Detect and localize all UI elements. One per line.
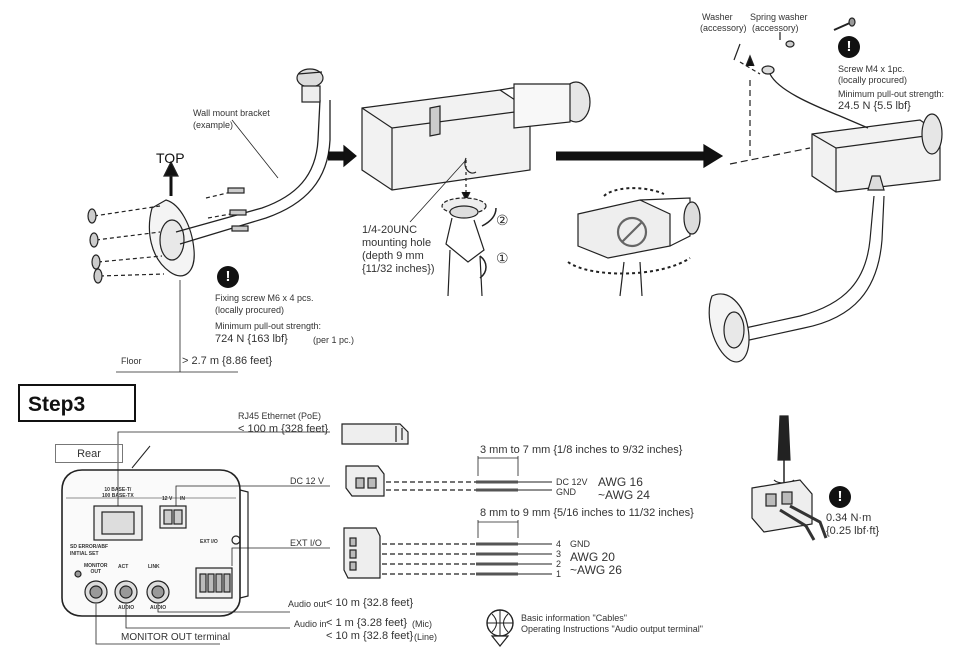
mount-hole-4: {11/32 inches}) [362,263,435,275]
bracket-arm [175,99,321,233]
mount-hole-1: 1/4-20UNC [362,224,418,236]
extio-panel-label: EXT I/O [200,539,218,545]
audio-in-line-length: < 10 m {32.8 feet} [326,630,414,642]
extio-label: EXT I/O [290,538,322,548]
screw-m4-sub: (locally procured) [838,75,908,85]
warning-icon: ! [838,36,860,58]
floor-label: Floor [121,356,142,366]
rear-label: Rear [55,444,123,463]
bracket-label: Wall mount bracket [193,108,270,118]
audio-in-mic-length: < 1 m {3.28 feet} [326,617,408,629]
warning-icon: ! [829,486,851,508]
rj45-length: < 100 m {328 feet} [238,423,329,435]
spring-washer-label: Spring washer [750,12,808,22]
dc12v-label: DC 12 V [290,476,325,486]
spring-washer-sub: (accessory) [752,23,799,33]
power-label: 12 V [162,496,173,502]
torque-imperial: {0.25 lbf·ft} [826,525,880,537]
dc-pin-2: GND [556,487,576,497]
camera-body-2 [361,89,531,191]
eth-port-label: 10 BASE-T/ 100 BASE-TX [102,487,134,499]
audio-jack-label: AUDIO [150,605,167,611]
audio-jack-label: AUDIO [118,605,135,611]
reference-cables: Basic information "Cables" [521,613,627,623]
awg-ext-2: ~AWG 26 [570,563,622,577]
bracket-arm-4 [735,195,875,331]
m4-pullout-value: 24.5 N {5.5 lbf} [838,100,911,112]
step3-title: Step3 [18,384,136,422]
mic-note: (Mic) [412,619,432,629]
mount-hole-2: mounting hole [362,237,432,249]
mount-hole-3: (depth 9 mm [362,250,424,262]
line-note: (Line) [414,632,438,642]
screw-m4-label: Screw M4 x 1pc. [838,64,905,74]
awg-dc-1: AWG 16 [598,475,643,489]
torque-value: 0.34 N·m [826,512,872,524]
pullout-label: Minimum pull-out strength: [215,321,322,331]
fixing-screw-label: Fixing screw M6 x 4 pcs. [215,293,314,303]
audio-out-length: < 10 m {32.8 feet} [326,597,414,609]
sd-error-label: SD ERROR/ABF [70,544,109,550]
step-circle-1: ① [496,250,509,266]
warning-icon: ! [217,266,239,288]
link-label: LINK [148,564,160,570]
fixing-screw-sub: (locally procured) [215,305,285,315]
rj45-label: RJ45 Ethernet (PoE) [238,411,322,421]
monitor-out-label: MONITOR OUT terminal [121,632,231,643]
washer-label: Washer [702,12,733,22]
awg-ext-1: AWG 20 [570,550,615,564]
reference-audio: Operating Instructions "Audio output ter… [521,624,703,634]
bracket-label-sub: (example) [193,120,234,130]
ext-pin-1: 1 [556,569,562,579]
dc-pin-1: DC 12V [556,477,588,487]
ext-pin-2: 2 [556,559,562,569]
m4-pullout-label: Minimum pull-out strength: [838,89,945,99]
audio-in-label: Audio in [294,619,327,629]
washer-sub: (accessory) [700,23,747,33]
step-circle-2: ② [496,212,509,228]
initial-set-label: INITIAL SET [70,551,99,557]
ext-pin-3: 3 [556,549,562,559]
strip-ext: 8 mm to 9 mm {5/16 inches to 11/32 inche… [480,507,694,519]
ext-pin-4: 4 [556,539,562,549]
audio-out-label: Audio out [288,599,327,609]
awg-dc-2: ~AWG 24 [598,488,650,502]
monitor-port-label: MONITOR OUT [84,563,108,575]
ext-gnd: GND [570,539,590,549]
pullout-value: 724 N {163 lbf} [215,333,288,345]
floor-height: > 2.7 m {8.86 feet} [182,355,273,367]
top-label: TOP [156,150,185,166]
strip-dc: 3 mm to 7 mm {1/8 inches to 9/32 inches} [480,444,683,456]
in-label: IN [180,496,185,502]
act-label: ACT [118,564,129,570]
pullout-note: (per 1 pc.) [313,335,355,345]
